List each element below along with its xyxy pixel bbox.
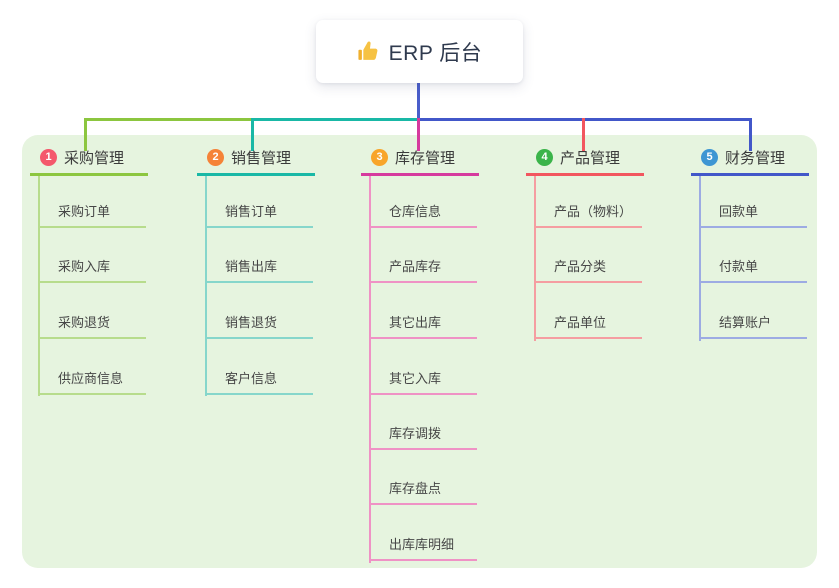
branch-label: 库存管理: [395, 149, 456, 167]
root-node[interactable]: ERP 后台: [316, 20, 523, 83]
thumbs-up-icon: [358, 41, 378, 60]
branch-label: 销售管理: [231, 149, 292, 167]
branch-number-badge: 5: [701, 148, 718, 166]
branch-trunk-line: [38, 176, 40, 396]
child-label: 回款单: [719, 204, 759, 219]
child-node[interactable]: 产品库存: [369, 255, 477, 283]
child-label: 产品库存: [389, 259, 442, 274]
branch-label: 采购管理: [64, 149, 125, 167]
child-label: 供应商信息: [58, 371, 124, 386]
child-label: 出库库明细: [389, 537, 455, 552]
connector-line-sales: [251, 118, 417, 121]
child-label: 采购入库: [58, 259, 111, 274]
connector-line-purchase: [84, 118, 251, 121]
branch-trunk-line: [699, 176, 701, 341]
child-node[interactable]: 客户信息: [205, 367, 313, 395]
child-node[interactable]: 产品（物料）: [534, 200, 642, 228]
branch-node-purchase[interactable]: 1 采购管理: [30, 145, 148, 176]
child-node[interactable]: 供应商信息: [38, 367, 146, 395]
branch-number-badge: 2: [207, 148, 224, 166]
branch-trunk-line: [369, 176, 371, 563]
child-label: 其它出库: [389, 315, 442, 330]
root-label: ERP 后台: [388, 41, 483, 65]
child-label: 结算账户: [719, 315, 772, 330]
child-label: 产品单位: [554, 315, 607, 330]
branch-label: 财务管理: [725, 149, 786, 167]
child-node[interactable]: 其它出库: [369, 311, 477, 339]
child-node[interactable]: 库存调拨: [369, 422, 477, 450]
child-node[interactable]: 采购退货: [38, 311, 146, 339]
drop-line-finance: [749, 118, 752, 151]
child-label: 其它入库: [389, 371, 442, 386]
child-node[interactable]: 销售退货: [205, 311, 313, 339]
child-label: 销售订单: [225, 204, 278, 219]
child-node[interactable]: 其它入库: [369, 367, 477, 395]
root-stem-line: [417, 83, 420, 119]
child-node[interactable]: 产品分类: [534, 255, 642, 283]
child-node[interactable]: 销售订单: [205, 200, 313, 228]
child-node[interactable]: 库存盘点: [369, 477, 477, 505]
child-label: 库存盘点: [389, 481, 442, 496]
branch-trunk-line: [534, 176, 536, 341]
child-node[interactable]: 产品单位: [534, 311, 642, 339]
child-label: 库存调拨: [389, 426, 442, 441]
child-label: 产品分类: [554, 259, 607, 274]
child-node[interactable]: 仓库信息: [369, 200, 477, 228]
drop-line-sales: [251, 118, 254, 151]
child-node[interactable]: 结算账户: [699, 311, 807, 339]
child-node[interactable]: 采购入库: [38, 255, 146, 283]
drop-line-purchase: [84, 118, 87, 151]
child-label: 产品（物料）: [554, 204, 633, 219]
branch-trunk-line: [205, 176, 207, 396]
branch-node-inventory[interactable]: 3 库存管理: [361, 145, 479, 176]
child-label: 销售出库: [225, 259, 278, 274]
child-node[interactable]: 销售出库: [205, 255, 313, 283]
drop-line-inventory: [417, 118, 420, 151]
child-label: 仓库信息: [389, 204, 442, 219]
child-node[interactable]: 出库库明细: [369, 533, 477, 561]
branch-node-sales[interactable]: 2 销售管理: [197, 145, 315, 176]
branch-label: 产品管理: [560, 149, 621, 167]
branch-number-badge: 1: [40, 148, 57, 166]
child-node[interactable]: 采购订单: [38, 200, 146, 228]
child-label: 付款单: [719, 259, 759, 274]
child-label: 采购退货: [58, 315, 111, 330]
child-label: 客户信息: [225, 371, 278, 386]
child-label: 销售退货: [225, 315, 278, 330]
drop-line-product: [582, 118, 585, 151]
background-panel: [22, 135, 817, 568]
child-node[interactable]: 回款单: [699, 200, 807, 228]
child-node[interactable]: 付款单: [699, 255, 807, 283]
branch-node-product[interactable]: 4 产品管理: [526, 145, 644, 176]
branch-number-badge: 3: [371, 148, 388, 166]
branch-number-badge: 4: [536, 148, 553, 166]
branch-node-finance[interactable]: 5 财务管理: [691, 145, 809, 176]
child-label: 采购订单: [58, 204, 111, 219]
